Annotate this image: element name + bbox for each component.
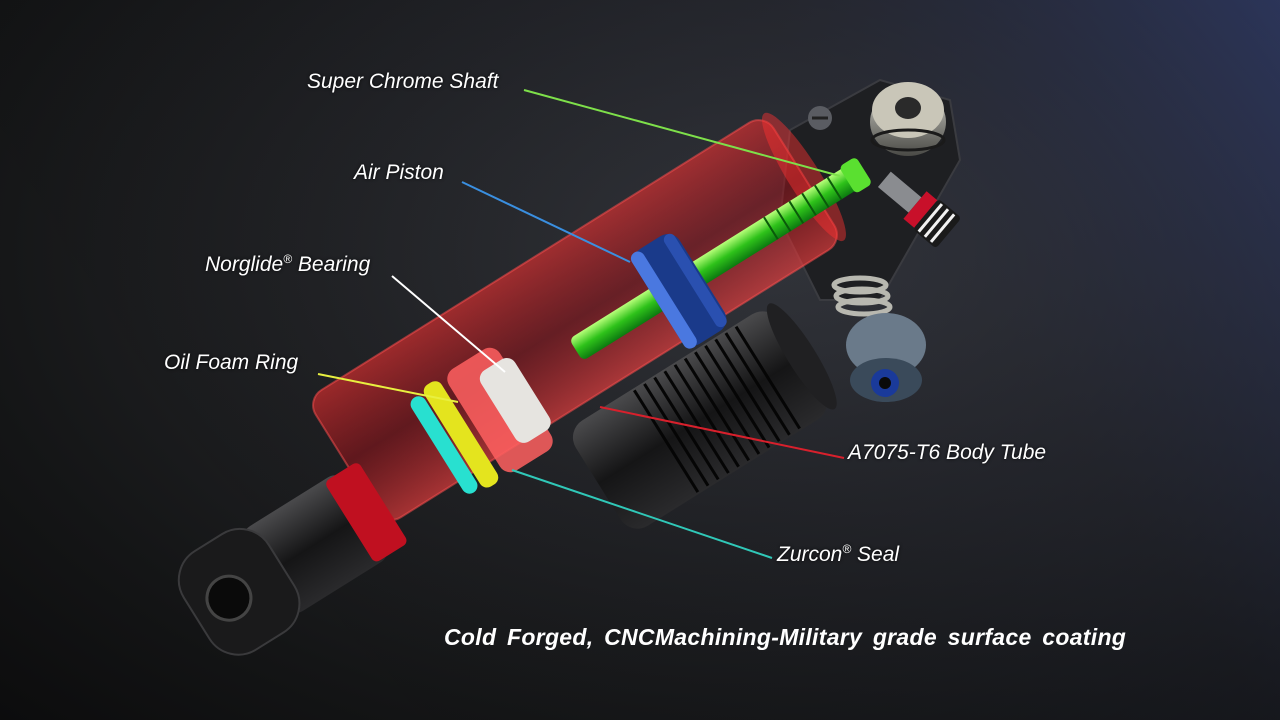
- shaft-leader-line: [523, 89, 841, 177]
- callout-zurcon-seal: Zurcon® Seal: [777, 542, 899, 567]
- callout-label-suffix: Seal: [851, 543, 900, 566]
- callout-air-piston: Air Piston: [354, 161, 444, 185]
- air-piston: [630, 233, 727, 349]
- callout-label: Oil Foam Ring: [164, 351, 299, 374]
- reservoir: [572, 303, 837, 529]
- registered-mark: ®: [842, 542, 852, 556]
- rebound-adjuster: [831, 275, 926, 402]
- callout-super-chrome-shaft: Super Chrome Shaft: [307, 70, 498, 94]
- bearing-assembly: [410, 347, 553, 494]
- body-leader-line: [599, 406, 845, 459]
- callout-label: Norglide: [205, 253, 284, 276]
- registered-mark: ®: [283, 252, 293, 266]
- foam-leader-line: [317, 373, 459, 403]
- chrome-shaft: [571, 158, 871, 359]
- callout-label: Super Chrome Shaft: [307, 70, 499, 93]
- bolt: [808, 106, 832, 130]
- seal-leader-line: [511, 469, 773, 559]
- callout-label: A7075-T6 Body Tube: [848, 441, 1047, 464]
- callout-oil-foam-ring: Oil Foam Ring: [164, 351, 298, 375]
- callout-body-tube: A7075-T6 Body Tube: [848, 441, 1046, 465]
- piston-leader-line: [461, 181, 631, 263]
- top-bushing: [870, 82, 946, 156]
- caption: Cold Forged, CNCMachining-Military grade…: [444, 624, 1127, 650]
- callout-label-suffix: Bearing: [292, 253, 371, 276]
- callout-label: Zurcon: [777, 543, 843, 566]
- bearing-leader-line: [391, 275, 506, 373]
- air-valve: [877, 171, 960, 247]
- lower-eyelet: [177, 463, 407, 656]
- callout-label: Air Piston: [354, 161, 444, 184]
- callout-norglide-bearing: Norglide® Bearing: [205, 252, 370, 277]
